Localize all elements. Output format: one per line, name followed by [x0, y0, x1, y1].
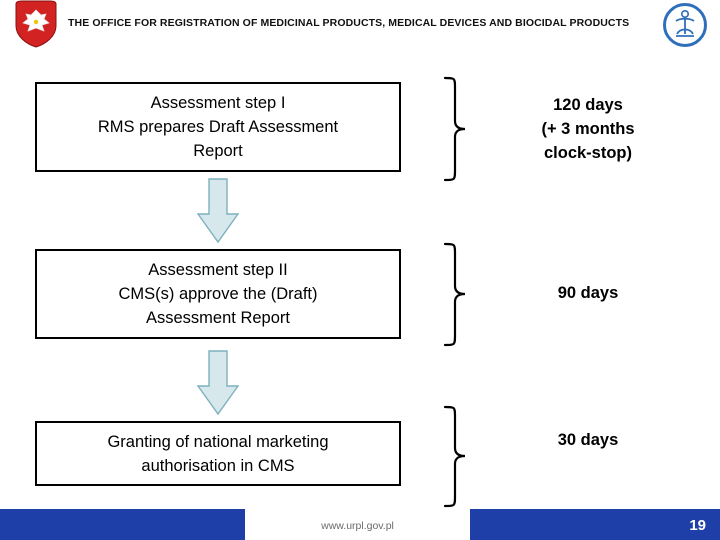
flow-box-line: RMS prepares Draft Assessment [97, 118, 339, 136]
urpl-circular-logo-icon [663, 3, 707, 47]
duration-label-step-1: 120 days (+ 3 months clock-stop) [478, 93, 698, 165]
footer-url[interactable]: www.urpl.gov.pl [321, 520, 394, 532]
footer-blue-right-band [470, 509, 720, 540]
down-arrow-icon [196, 178, 240, 244]
duration-line: (+ 3 months [541, 120, 635, 138]
flow-box-line: authorisation in CMS [141, 456, 295, 475]
flow-box-assessment-step-2: Assessment step II CMS(s) approve the (D… [35, 249, 401, 339]
flow-box-line: Report [193, 142, 243, 160]
right-brace-icon [441, 405, 483, 508]
flow-box-line: Granting of national marketing [107, 432, 329, 451]
down-arrow-icon [196, 350, 240, 416]
header-bar: THE OFFICE FOR REGISTRATION OF MEDICINAL… [0, 0, 720, 48]
duration-line: 120 days [553, 96, 623, 114]
duration-label-step-3: 30 days [478, 428, 698, 452]
flow-box-granting-authorisation: Granting of national marketing authorisa… [35, 421, 401, 486]
footer-bar: www.urpl.gov.pl 19 [0, 509, 720, 540]
polish-eagle-crest-icon [8, 0, 64, 48]
footer-blue-left-band [0, 509, 245, 540]
duration-line: clock-stop) [543, 144, 632, 162]
flow-box-line: Assessment step I [150, 94, 286, 112]
right-brace-icon [441, 76, 483, 182]
right-brace-icon [441, 242, 483, 347]
duration-line: 30 days [557, 431, 619, 449]
page-title: THE OFFICE FOR REGISTRATION OF MEDICINAL… [68, 17, 630, 29]
flow-box-assessment-step-1: Assessment step I RMS prepares Draft Ass… [35, 82, 401, 172]
footer-white-center-band [245, 509, 470, 540]
flow-box-line: Assessment step II [148, 261, 288, 279]
slide-number: 19 [689, 517, 706, 534]
flow-box-line: Assessment Report [146, 309, 290, 327]
duration-line: 90 days [557, 284, 619, 302]
duration-label-step-2: 90 days [478, 281, 698, 305]
flow-box-line: CMS(s) approve the (Draft) [118, 285, 318, 303]
